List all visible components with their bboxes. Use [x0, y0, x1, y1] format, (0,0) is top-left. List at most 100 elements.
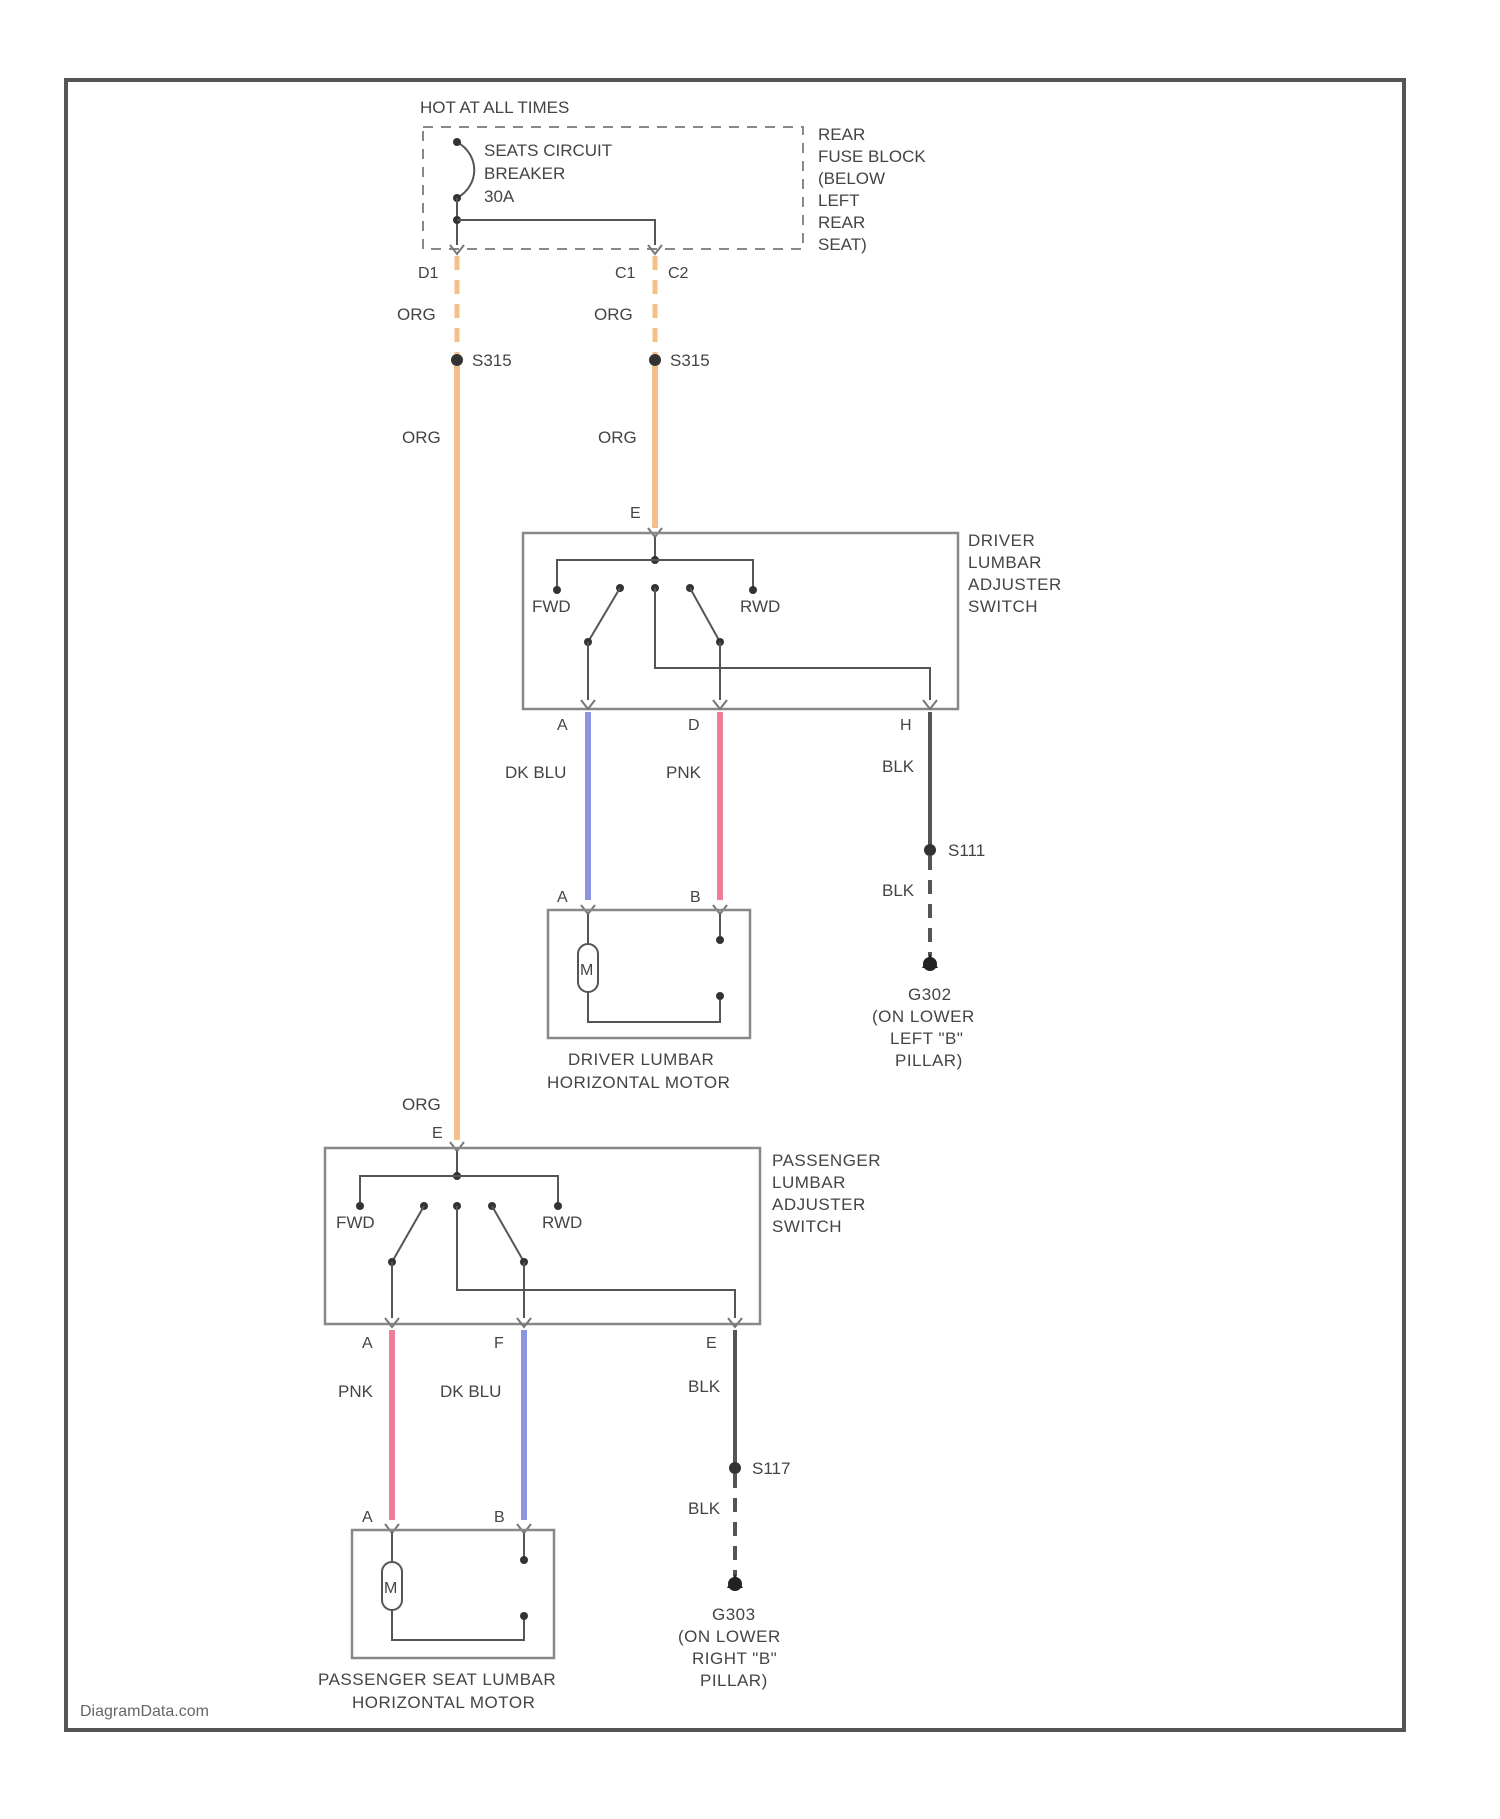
driver-motor-pin-b: B: [690, 889, 701, 906]
passenger-blade-left: [392, 1206, 424, 1262]
driver-ground-splice: [924, 844, 936, 856]
watermark: DiagramData.com: [80, 1703, 209, 1720]
passenger-switch-box: [325, 1148, 760, 1324]
passenger-conn-e: [728, 1318, 742, 1327]
passenger-blk-label-1: BLK: [688, 1377, 721, 1396]
driver-pnk-label: PNK: [666, 763, 702, 782]
passenger-motor-conn-a: [385, 1524, 399, 1533]
passenger-dk-blu-label: DK BLU: [440, 1382, 501, 1401]
passenger-conn-a: [385, 1318, 399, 1327]
driver-switch-name-3: ADJUSTER: [968, 575, 1062, 594]
passenger-pnk-label: PNK: [338, 1382, 374, 1401]
breaker-label-2: BREAKER: [484, 164, 565, 183]
driver-switch-pin-e: E: [630, 505, 641, 522]
passenger-switch-pin-a: A: [362, 1335, 373, 1352]
org-label-left-top: ORG: [397, 305, 436, 324]
breaker-node-top: [453, 138, 461, 146]
driver-switch-pin-a: A: [557, 717, 568, 734]
fuse-location-3: (BELOW: [818, 169, 885, 188]
passenger-switch-fwd-node: [356, 1202, 364, 1210]
org-label-right-top: ORG: [594, 305, 633, 324]
driver-ground-splice-label: S111: [948, 841, 985, 860]
passenger-motor-name-2: HORIZONTAL MOTOR: [352, 1693, 535, 1712]
passenger-switch-pin-e-top: E: [432, 1125, 443, 1142]
driver-blade-left: [588, 588, 620, 642]
driver-motor-return: [588, 992, 720, 1022]
driver-motor-name-2: HORIZONTAL MOTOR: [547, 1073, 730, 1092]
bus-bar: [457, 220, 655, 245]
driver-ground-circuit: BLK S111 BLK G302 (ON LOWER LEFT "B" PIL…: [872, 712, 985, 1070]
driver-lumbar-adjuster-switch: E FWD RWD A D H DRIVER LUMBAR ADJUSTER S…: [523, 505, 1062, 734]
driver-dk-blu-label: DK BLU: [505, 763, 566, 782]
driver-blade-right: [690, 588, 720, 642]
passenger-ground-dot: [728, 1577, 742, 1591]
passenger-motor-pin-b: B: [494, 1509, 505, 1526]
driver-ground-name-2: (ON LOWER: [872, 1007, 975, 1026]
passenger-switch-name-1: PASSENGER: [772, 1151, 881, 1170]
splice-left-label: S315: [472, 351, 512, 370]
passenger-motor-name-1: PASSENGER SEAT LUMBAR: [318, 1670, 556, 1689]
splice-right-label: S315: [670, 351, 710, 370]
passenger-ground-name-4: PILLAR): [700, 1671, 768, 1690]
passenger-switch-rwd: RWD: [542, 1213, 582, 1232]
rear-fuse-block: HOT AT ALL TIMES SEATS CIRCUIT BREAKER 3…: [418, 98, 926, 282]
passenger-conn-f: [517, 1318, 531, 1327]
passenger-ground-name-2: (ON LOWER: [678, 1627, 781, 1646]
passenger-ground-name-1: G303: [712, 1605, 756, 1624]
driver-switch-name-4: SWITCH: [968, 597, 1038, 616]
fuse-location-5: REAR: [818, 213, 865, 232]
driver-switch-rwd-node: [749, 586, 757, 594]
fuse-location-2: FUSE BLOCK: [818, 147, 926, 166]
passenger-switch-name-3: ADJUSTER: [772, 1195, 866, 1214]
passenger-blade-right: [492, 1206, 524, 1262]
passenger-switch-pin-f: F: [494, 1335, 504, 1352]
driver-switch-fwd: FWD: [532, 597, 571, 616]
driver-motor-node-2: [716, 992, 724, 1000]
passenger-motor-pin-a: A: [362, 1509, 373, 1526]
driver-switch-pin-d: D: [688, 717, 700, 734]
passenger-switch-bus: [360, 1176, 558, 1206]
fuse-block-outline: [423, 127, 803, 249]
driver-motor-wires: DK BLU PNK: [505, 712, 720, 900]
driver-switch-pin-h: H: [900, 717, 912, 734]
driver-ground-dot: [923, 957, 937, 971]
driver-motor-pin-a: A: [557, 889, 568, 906]
passenger-lead-e: [457, 1206, 735, 1318]
passenger-ground-splice: [729, 1462, 741, 1474]
passenger-seat-lumbar-horizontal-motor: A B M PASSENGER SEAT LUMBAR HORIZONTAL M…: [318, 1509, 556, 1712]
passenger-switch-rwd-node: [554, 1202, 562, 1210]
passenger-switch-name-2: LUMBAR: [772, 1173, 846, 1192]
passenger-motor-node-2: [520, 1612, 528, 1620]
driver-ground-name-3: LEFT "B": [890, 1029, 963, 1048]
circuit-breaker-symbol: [457, 142, 474, 198]
driver-blk-label-2: BLK: [882, 881, 915, 900]
driver-conn-h: [923, 700, 937, 709]
passenger-motor-symbol: M: [384, 1580, 397, 1597]
passenger-motor-conn-b: [517, 1524, 531, 1533]
passenger-ground-splice-label: S117: [752, 1459, 790, 1478]
driver-blk-label-1: BLK: [882, 757, 915, 776]
passenger-switch-pin-e: E: [706, 1335, 717, 1352]
breaker-label-3: 30A: [484, 187, 515, 206]
driver-motor-symbol: M: [580, 962, 593, 979]
passenger-switch-name-4: SWITCH: [772, 1217, 842, 1236]
splice-left: [451, 354, 463, 366]
org-label-passenger: ORG: [402, 1095, 441, 1114]
pin-c2-label: C2: [668, 265, 689, 282]
driver-motor-name-1: DRIVER LUMBAR: [568, 1050, 714, 1069]
org-label-right-mid: ORG: [598, 428, 637, 447]
driver-conn-d: [713, 700, 727, 709]
hot-at-all-times-label: HOT AT ALL TIMES: [420, 98, 569, 117]
driver-ground-name-4: PILLAR): [895, 1051, 963, 1070]
driver-ground-name-1: G302: [908, 985, 952, 1004]
driver-lumbar-horizontal-motor: A B M DRIVER LUMBAR HORIZONTAL MOTOR: [547, 889, 750, 1092]
passenger-motor-return: [392, 1610, 524, 1640]
fuse-location-1: REAR: [818, 125, 865, 144]
driver-lead-h: [655, 588, 930, 700]
splice-right: [649, 354, 661, 366]
passenger-blk-label-2: BLK: [688, 1499, 721, 1518]
org-label-left-mid: ORG: [402, 428, 441, 447]
passenger-ground-name-3: RIGHT "B": [692, 1649, 777, 1668]
